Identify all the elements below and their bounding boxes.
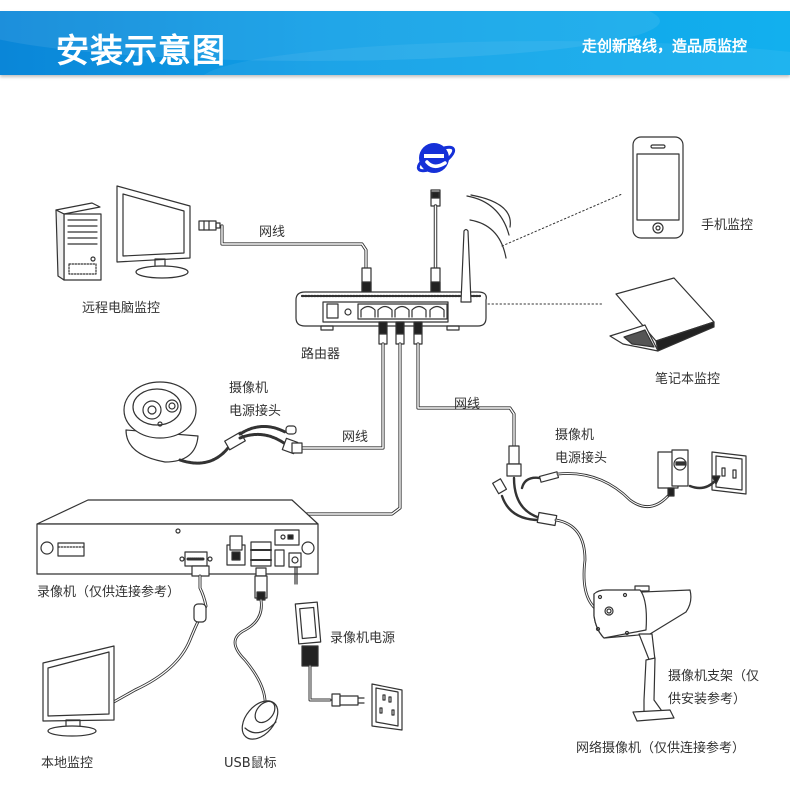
- power-adapter-icon: [657, 449, 689, 497]
- camera-pigtail-cable: [492, 445, 670, 614]
- laptop-label: 笔记本监控: [655, 372, 721, 387]
- camera-bracket-label-line2: 供安装参考）: [668, 692, 747, 707]
- bullet-camera-power-label-line1: 摄像机: [555, 428, 595, 443]
- router-label: 路由器: [301, 347, 341, 362]
- dome-camera-power-label-line1: 摄像机: [229, 381, 269, 396]
- phone-label: 手机监控: [701, 218, 754, 233]
- router-bullet-cable-label: 网线: [454, 397, 481, 412]
- network-cable: [378, 321, 423, 345]
- nvr-recorder-icon: [36, 499, 319, 575]
- header-banner: 安装示意图 走创新路线，造品质监控: [0, 11, 790, 75]
- wifi-signal-icon: [466, 194, 511, 259]
- desktop-tower-icon: [55, 202, 102, 281]
- dome-camera-power-label-line2: 电源接头: [229, 404, 282, 419]
- local-monitor-label: 本地监控: [41, 756, 94, 771]
- pc-monitor-icon: [116, 185, 191, 279]
- camera-pigtail-cable: [178, 425, 303, 465]
- ie-logo-icon: [416, 143, 456, 173]
- ethernet-plug-icon: [198, 220, 221, 231]
- local-monitor-icon: [42, 645, 115, 737]
- wall-socket-icon: [371, 683, 403, 731]
- usb-cable: [233, 567, 268, 714]
- wall-socket-icon: [688, 451, 747, 495]
- remote-pc-label: 远程电脑监控: [82, 301, 161, 316]
- laptop-icon: [609, 277, 715, 352]
- dome-nvr-cable-label: 网线: [342, 430, 369, 445]
- smartphone-icon: [632, 136, 684, 239]
- nvr-power-label: 录像机电源: [330, 631, 396, 646]
- usb-mouse-icon: [241, 700, 279, 740]
- dome-camera-icon: [123, 381, 199, 463]
- page-title: 安装示意图: [56, 31, 226, 70]
- camera-bracket-icon: [632, 633, 675, 722]
- usb-mouse-label: USB鼠标: [224, 756, 277, 771]
- wireless-link: [501, 193, 623, 247]
- bullet-camera-power-label-line2: 电源接头: [555, 451, 608, 466]
- network-cable: [220, 224, 368, 274]
- nvr-label: 录像机（仅供连接参考）: [37, 585, 181, 600]
- nvr-power-cable: [294, 566, 365, 707]
- network-camera-label: 网络摄像机（仅供连接参考）: [576, 741, 746, 756]
- bullet-camera-icon: [593, 585, 692, 639]
- header-slogan: 走创新路线，造品质监控: [581, 37, 747, 55]
- vga-cable: [94, 565, 210, 714]
- pc-router-cable-label: 网线: [259, 225, 286, 240]
- router-icon: [295, 228, 487, 331]
- camera-bracket-label-line1: 摄像机支架（仅: [668, 669, 760, 684]
